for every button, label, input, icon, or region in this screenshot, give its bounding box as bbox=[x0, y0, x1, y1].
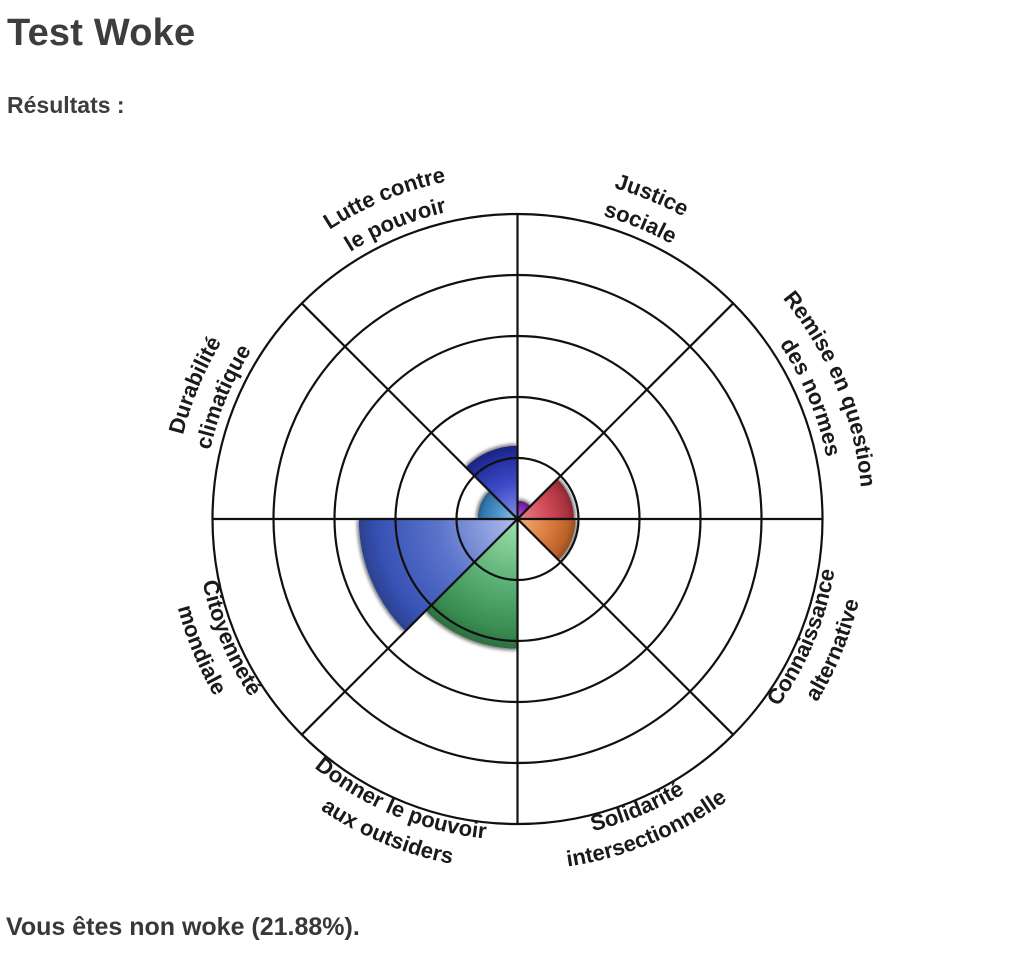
result-text: Vous êtes non woke (21.88%). bbox=[6, 913, 360, 941]
wedges bbox=[358, 445, 576, 649]
wedge-lutte-contre-le-pouvoir bbox=[465, 445, 518, 519]
wedge-connaissance-alternative bbox=[517, 519, 576, 560]
grid bbox=[211, 212, 824, 826]
wedge-remise-en-question-des-normes bbox=[517, 479, 574, 519]
axis-label-remise-en-question-des-normes: Remise en question bbox=[779, 286, 881, 488]
wedge-durabilite-climatique bbox=[477, 491, 518, 519]
wedge-donner-le-pouvoir-aux-outsiders bbox=[425, 519, 518, 649]
grid-spoke-135 bbox=[301, 302, 734, 736]
page-title: Test Woke bbox=[7, 12, 196, 54]
results-heading: Résultats : bbox=[7, 92, 125, 118]
